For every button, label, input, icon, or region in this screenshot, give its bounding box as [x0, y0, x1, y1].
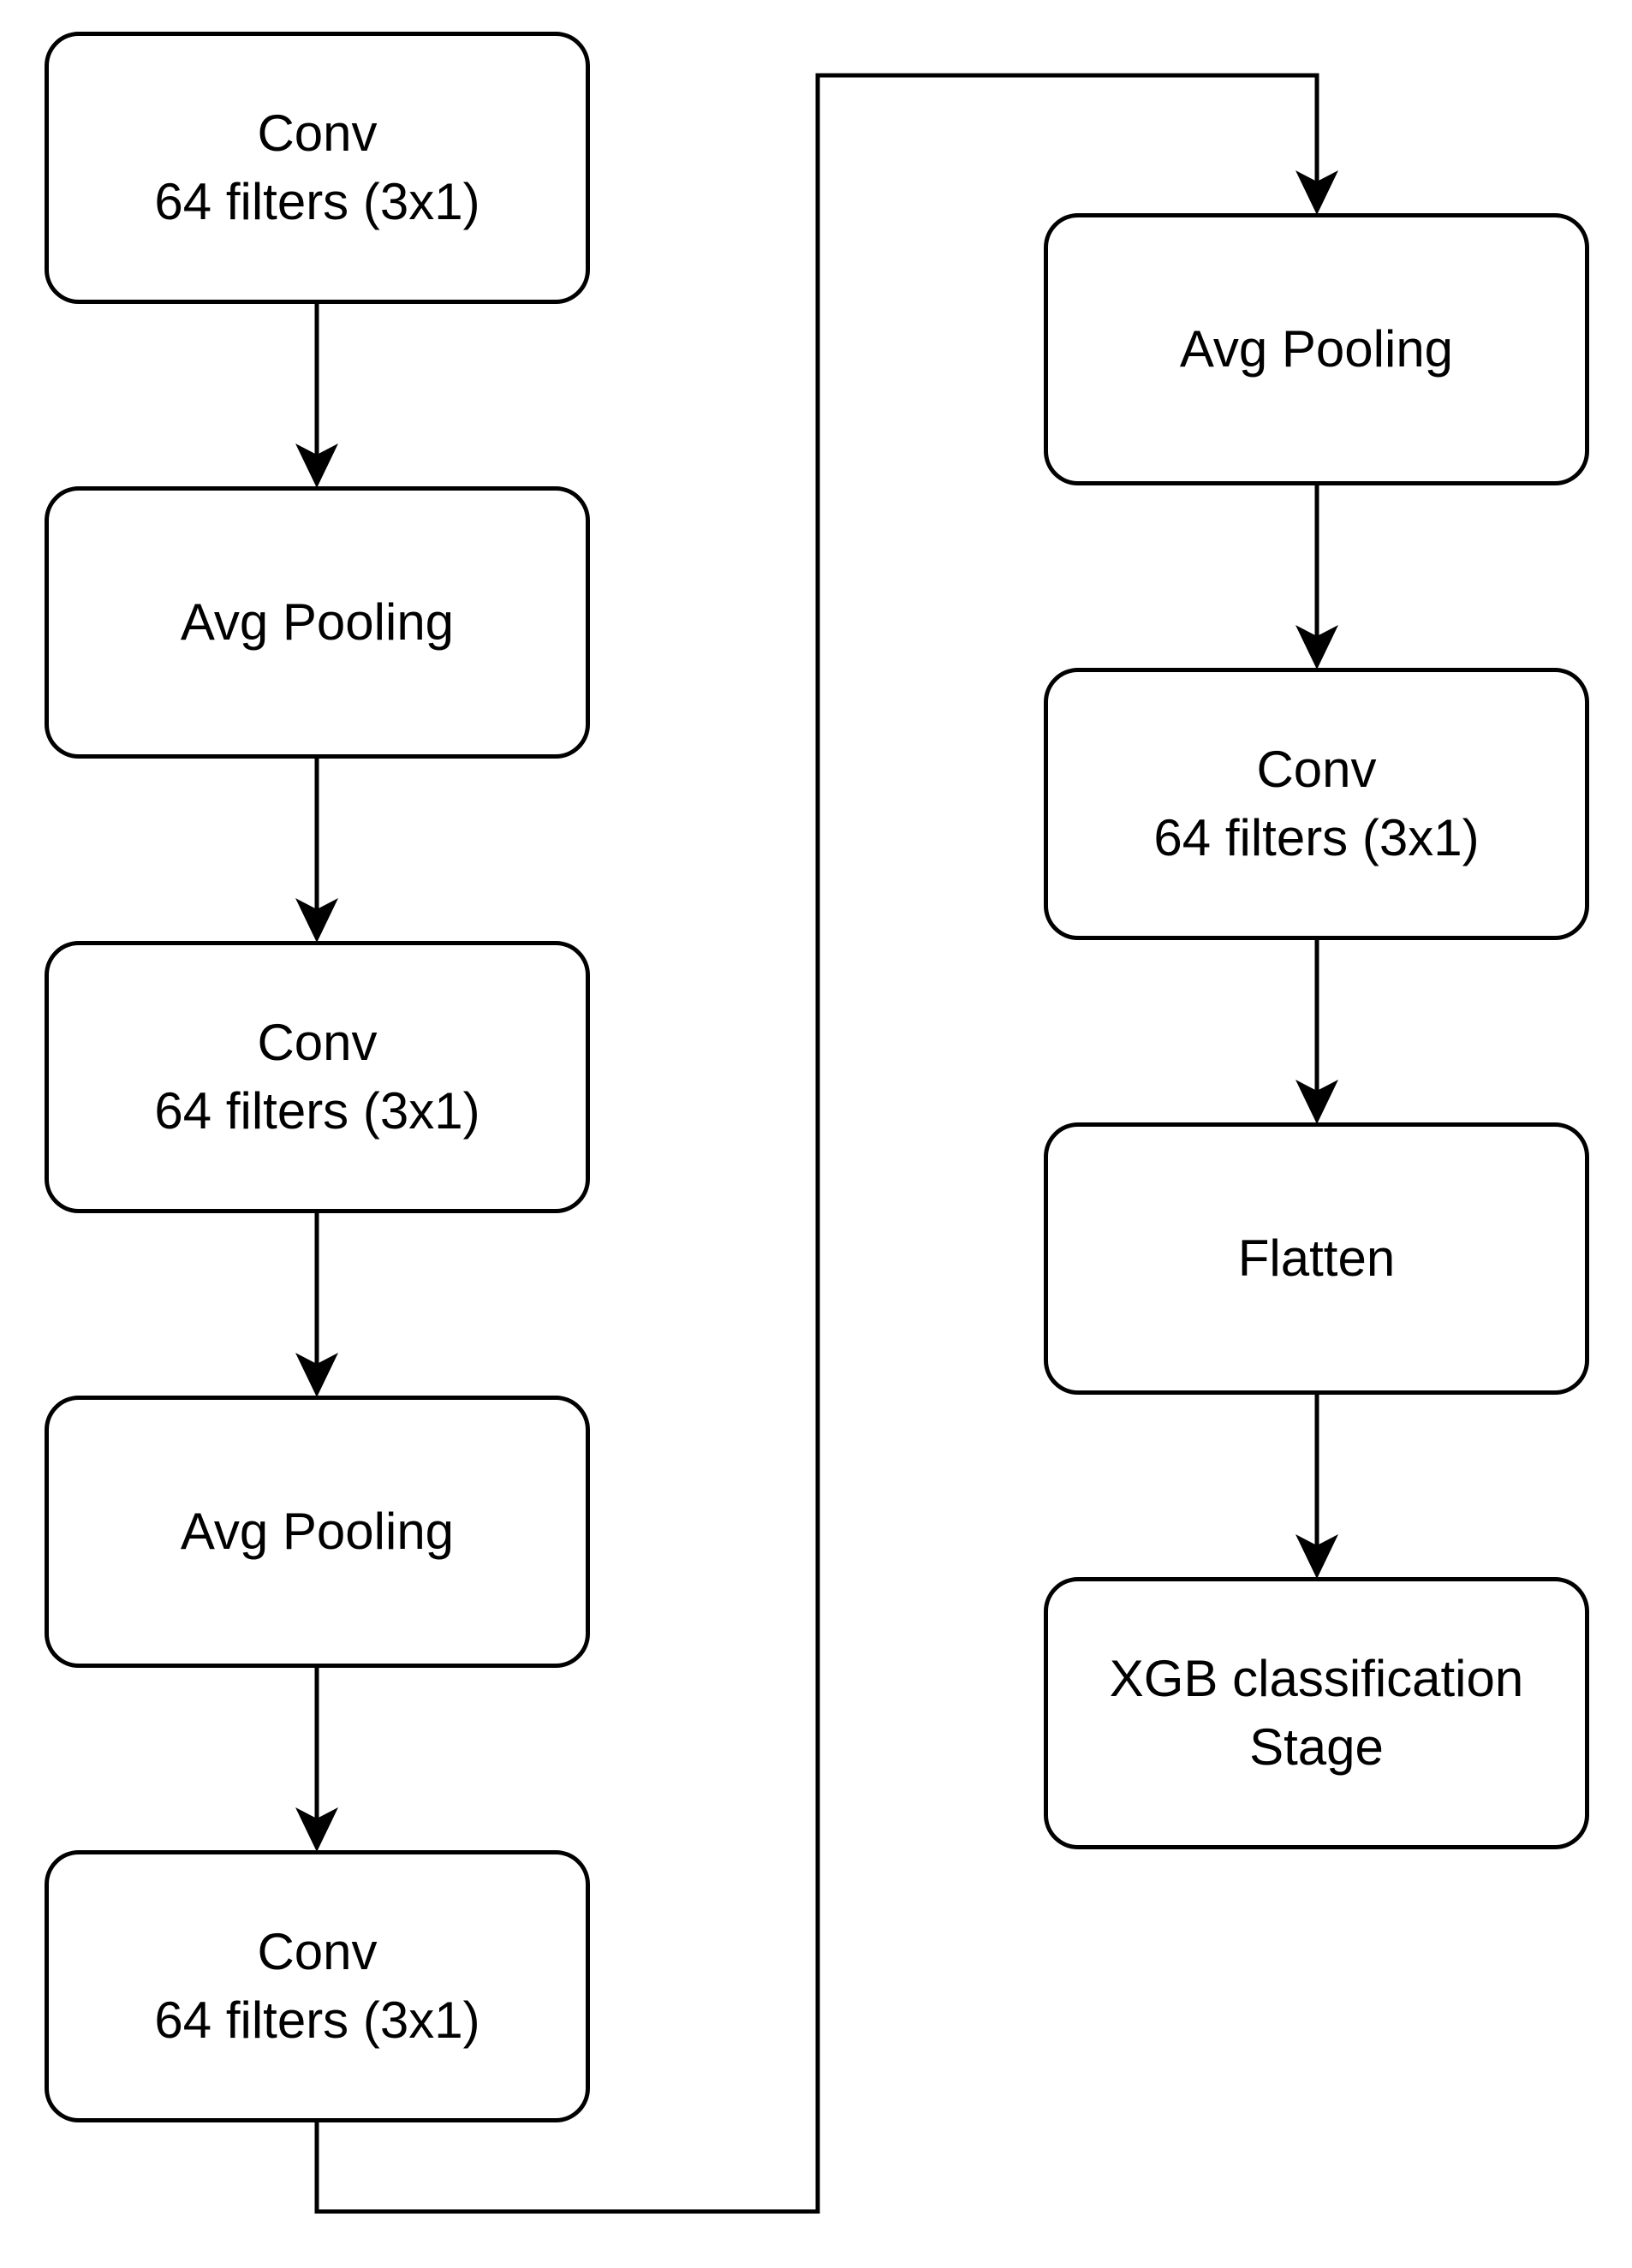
edge-n5-n6: [314, 73, 1319, 2214]
node-label-line: Avg Pooling: [180, 1503, 455, 1560]
arrowhead-n4: [295, 1353, 338, 1397]
node-label-line: Avg Pooling: [1179, 320, 1454, 378]
arrowhead-n2: [295, 443, 338, 488]
node-label-line: 64 filters (3x1): [154, 1991, 480, 2049]
node-avg-pooling-3: Avg Pooling: [1044, 213, 1589, 485]
node-label-line: Conv: [1256, 741, 1377, 798]
node-label-line: Flatten: [1237, 1229, 1396, 1287]
node-label-line: 64 filters (3x1): [1153, 809, 1480, 866]
arrowhead-n6: [1295, 170, 1338, 215]
node-label-line: Stage: [1249, 1718, 1384, 1776]
arrowhead-n5: [295, 1807, 338, 1852]
arrowhead-n8: [1295, 1080, 1338, 1124]
node-conv-4: Conv 64 filters (3x1): [1044, 668, 1589, 940]
node-label-line: Conv: [257, 1923, 378, 1980]
node-label-line: Conv: [257, 1014, 378, 1071]
node-label-line: Avg Pooling: [180, 593, 455, 651]
arrowhead-n9: [1295, 1534, 1338, 1579]
node-xgb-classification-stage: XGB classification Stage: [1044, 1577, 1589, 1849]
arrowhead-n3: [295, 898, 338, 943]
node-label-line: XGB classification: [1109, 1650, 1524, 1707]
node-label-line: 64 filters (3x1): [154, 1082, 480, 1140]
node-avg-pooling-1: Avg Pooling: [45, 486, 590, 759]
node-avg-pooling-2: Avg Pooling: [45, 1396, 590, 1668]
node-conv-1: Conv 64 filters (3x1): [45, 32, 590, 304]
node-label-line: 64 filters (3x1): [154, 173, 480, 230]
node-flatten: Flatten: [1044, 1122, 1589, 1395]
node-conv-3: Conv 64 filters (3x1): [45, 1850, 590, 2122]
arrowhead-n7: [1295, 625, 1338, 670]
node-conv-2: Conv 64 filters (3x1): [45, 941, 590, 1213]
node-label-line: Conv: [257, 104, 378, 162]
